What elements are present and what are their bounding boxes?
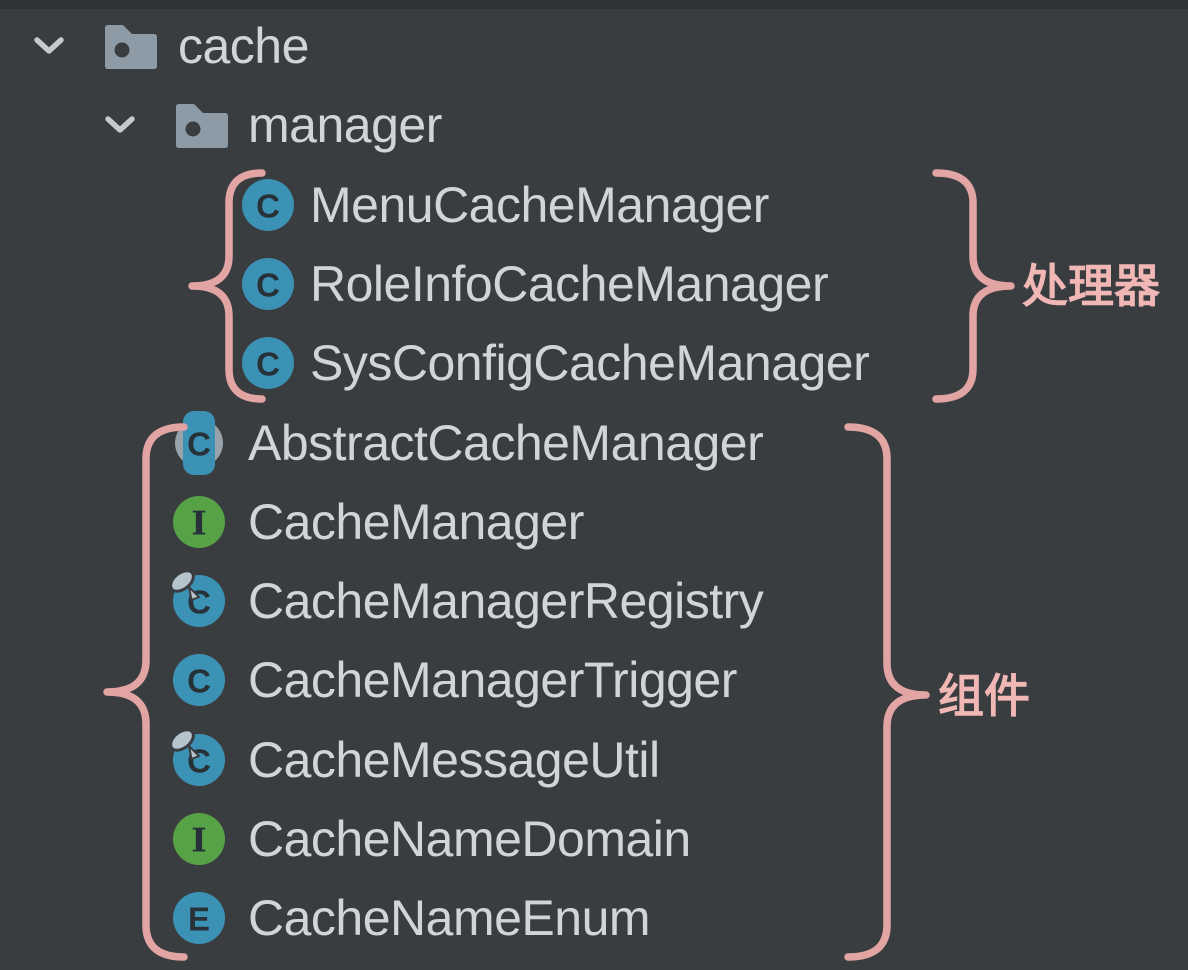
svg-text:C: C xyxy=(256,267,280,304)
svg-text:E: E xyxy=(188,901,210,938)
tree-row-CacheNameDomain[interactable]: I CacheNameDomain xyxy=(0,806,1188,872)
class-icon: C xyxy=(169,650,229,710)
svg-text:I: I xyxy=(191,504,206,543)
svg-text:C: C xyxy=(187,663,211,700)
tree-item-label: AbstractCacheManager xyxy=(248,415,764,471)
class-icon: C xyxy=(238,333,298,393)
svg-text:I: I xyxy=(191,821,206,860)
svg-text:C: C xyxy=(256,346,280,383)
class-icon: C xyxy=(238,254,298,314)
tree-row-SysConfigCacheManager[interactable]: C SysConfigCacheManager xyxy=(0,330,1188,396)
tree-item-label: CacheManagerRegistry xyxy=(248,573,764,629)
tree-row-AbstractCacheManager[interactable]: C AbstractCacheManager xyxy=(0,410,1188,476)
abstract-class-icon: C xyxy=(169,411,229,475)
tree-item-label: CacheNameEnum xyxy=(248,890,651,946)
final-class-icon: C xyxy=(169,728,229,790)
tree-item-label: CacheManagerTrigger xyxy=(248,652,737,708)
tree-item-label: manager xyxy=(248,97,442,153)
tree-row-CacheManagerRegistry[interactable]: C CacheManagerRegistry xyxy=(0,568,1188,634)
tree-item-label: MenuCacheManager xyxy=(310,177,769,233)
tree-item-label: CacheMessageUtil xyxy=(248,732,660,788)
tree-item-label: RoleInfoCacheManager xyxy=(310,256,829,312)
final-class-icon: C xyxy=(169,569,229,631)
tree-row-CacheManagerTrigger[interactable]: C CacheManagerTrigger xyxy=(0,647,1188,713)
chevron-down-icon[interactable] xyxy=(103,114,137,136)
tree-row-CacheMessageUtil[interactable]: C CacheMessageUtil xyxy=(0,727,1188,793)
tree-row-RoleInfoCacheManager[interactable]: C RoleInfoCacheManager xyxy=(0,251,1188,317)
tree-item-label: cache xyxy=(178,18,309,74)
interface-icon: I xyxy=(169,809,229,869)
tree-row-manager[interactable]: manager xyxy=(0,92,1188,158)
class-icon: C xyxy=(238,175,298,235)
tree-row-cache[interactable]: cache xyxy=(0,13,1188,79)
svg-text:C: C xyxy=(256,188,280,225)
folder-icon xyxy=(102,21,160,71)
tree-row-CacheNameEnum[interactable]: E CacheNameEnum xyxy=(0,885,1188,951)
top-edge-shadow xyxy=(0,0,1188,9)
tree-row-CacheManager[interactable]: I CacheManager xyxy=(0,489,1188,555)
tree-item-label: SysConfigCacheManager xyxy=(310,335,870,391)
folder-icon xyxy=(173,100,231,150)
interface-icon: I xyxy=(169,492,229,552)
chevron-down-icon[interactable] xyxy=(32,35,66,57)
tree-item-label: CacheManager xyxy=(248,494,584,550)
enum-icon: E xyxy=(169,888,229,948)
svg-text:C: C xyxy=(187,426,211,463)
tree-item-label: CacheNameDomain xyxy=(248,811,691,867)
tree-row-MenuCacheManager[interactable]: C MenuCacheManager xyxy=(0,172,1188,238)
